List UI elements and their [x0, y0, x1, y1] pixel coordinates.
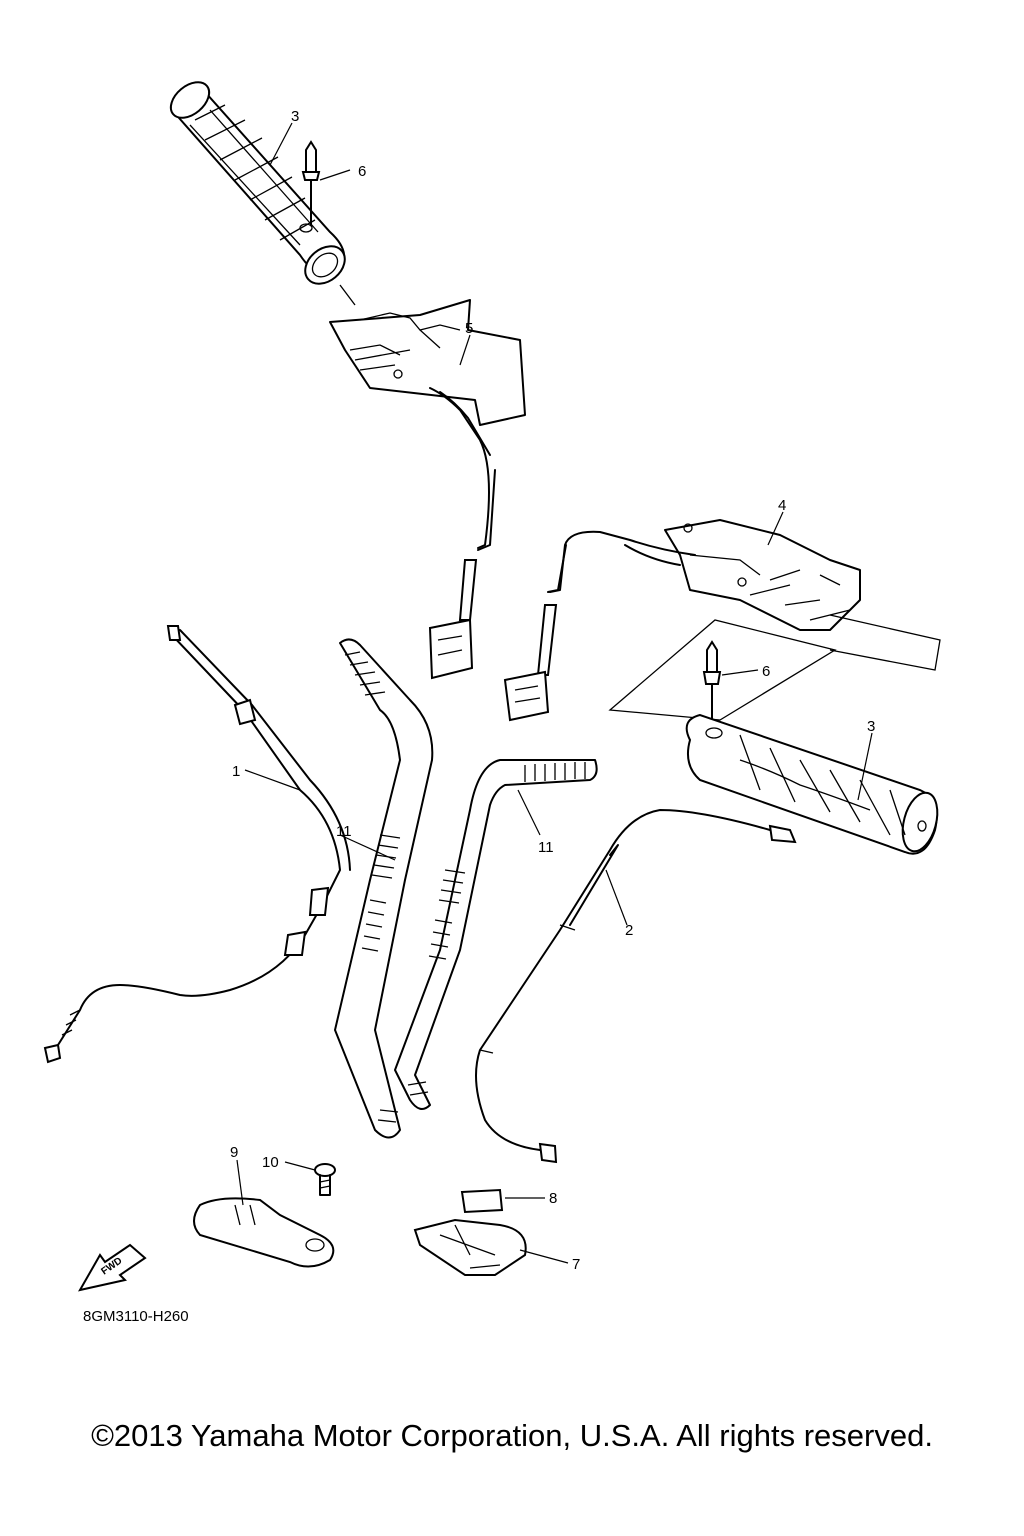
- bracket-part-7: [413, 1218, 527, 1276]
- reference-plane: [608, 619, 837, 721]
- cable-part-2: [475, 809, 797, 1164]
- heater-element-part-4: [547, 519, 941, 671]
- connector-right: [503, 604, 558, 722]
- handlebar-part-11-left: [334, 638, 434, 1139]
- callout-3-upper: 3: [291, 108, 299, 125]
- copyright-notice: ©2013 Yamaha Motor Corporation, U.S.A. A…: [91, 1418, 933, 1453]
- callout-6-right: 6: [762, 663, 770, 680]
- throttle-cable-part-1: [43, 625, 351, 1064]
- rivet-part-6-upper: [301, 140, 321, 226]
- heater-element-part-5: [329, 284, 526, 551]
- fwd-arrow-icon: FWD: [78, 1243, 147, 1292]
- grip-left-part-3: [169, 81, 346, 285]
- callout-10: 10: [262, 1154, 279, 1171]
- callout-8: 8: [549, 1190, 557, 1207]
- callout-3-right: 3: [867, 718, 875, 735]
- cover-part-9: [193, 1197, 335, 1268]
- connector-upper: [428, 559, 478, 680]
- callout-7: 7: [572, 1256, 580, 1273]
- callout-1: 1: [232, 763, 240, 780]
- grip-right-part-3: [685, 713, 939, 855]
- callout-11-left: 11: [336, 823, 352, 840]
- pad-part-8: [460, 1188, 504, 1214]
- screw-part-10: [314, 1163, 336, 1196]
- callout-6-upper: 6: [358, 163, 366, 180]
- leader-lines: [236, 122, 873, 1264]
- drawing-code: 8GM3110-H260: [83, 1308, 189, 1325]
- rivet-part-6-right: [702, 640, 722, 736]
- callout-numbers: 3 6 5 4 6 3 1 11 11 2 9 10 8 7: [230, 108, 875, 1273]
- callout-5: 5: [465, 320, 473, 337]
- callout-2: 2: [625, 922, 633, 939]
- callout-11-right: 11: [538, 839, 554, 856]
- callout-9: 9: [230, 1144, 238, 1161]
- callout-4: 4: [778, 497, 786, 514]
- handlebar-part-11-right: [394, 759, 598, 1110]
